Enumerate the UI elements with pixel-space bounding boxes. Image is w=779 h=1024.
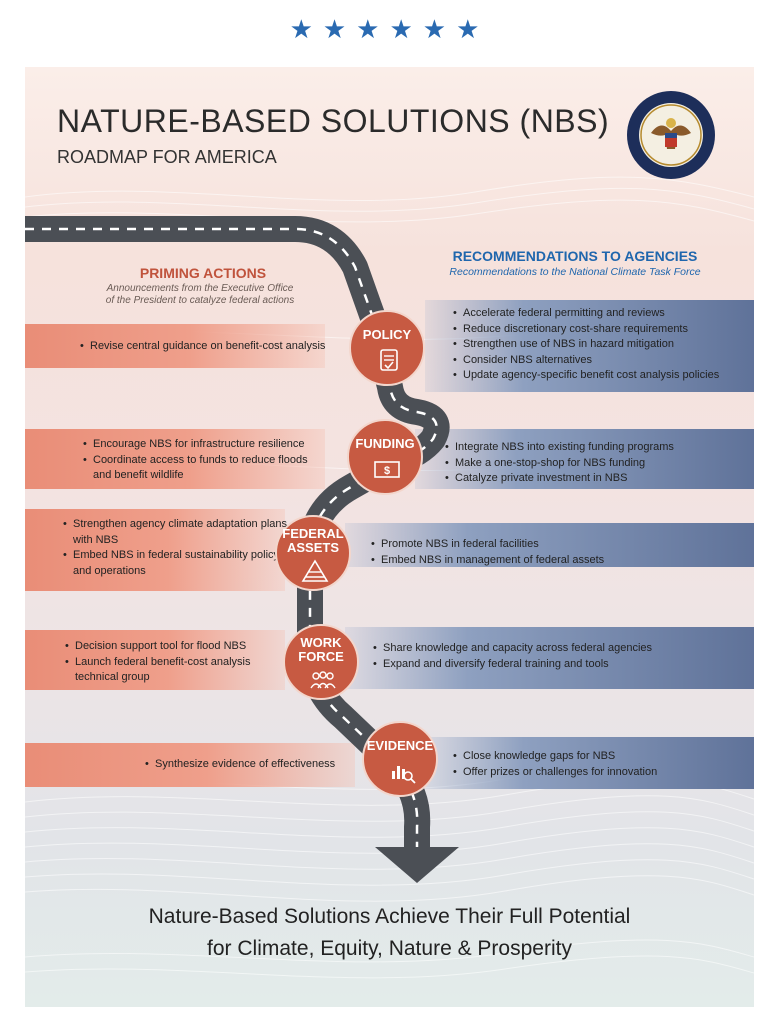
list-item: Expand and diversify federal training an… xyxy=(373,657,733,673)
presidential-seal-icon xyxy=(627,91,715,179)
list-item: Launch federal benefit-cost analysis tec… xyxy=(65,655,285,686)
stars-row: ★★★★★★ xyxy=(289,14,490,44)
people-group-icon xyxy=(310,671,336,689)
list-item: Update agency-specific benefit cost anal… xyxy=(453,368,753,384)
list-item: Make a one-stop-shop for NBS funding xyxy=(445,456,745,472)
list-item: Strengthen use of NBS in hazard mitigati… xyxy=(453,337,753,353)
list-item: Integrate NBS into existing funding prog… xyxy=(445,440,745,456)
main-title: NATURE-BASED SOLUTIONS (NBS) xyxy=(57,103,610,139)
step-label: FORCE xyxy=(298,649,344,664)
policy-priming-list: Revise central guidance on benefit-cost … xyxy=(80,339,340,355)
list-item: Consider NBS alternatives xyxy=(453,353,753,369)
workforce-priming-list: Decision support tool for flood NBS Laun… xyxy=(65,639,285,686)
footer-line-1: Nature-Based Solutions Achieve Their Ful… xyxy=(148,905,631,928)
list-item: Catalyze private investment in NBS xyxy=(445,471,745,487)
list-item: Decision support tool for flood NBS xyxy=(65,639,285,655)
funding-priming-list: Encourage NBS for infrastructure resilie… xyxy=(83,437,328,484)
step-label: POLICY xyxy=(362,327,412,342)
recommendations-subheading: Recommendations to the National Climate … xyxy=(449,266,701,278)
document-scroll-icon xyxy=(380,349,398,371)
list-item: Close knowledge gaps for NBS xyxy=(453,749,743,765)
svg-text:$: $ xyxy=(384,465,390,477)
list-item: Embed NBS in federal sustainability poli… xyxy=(63,548,288,579)
priming-heading: PRIMING ACTIONS xyxy=(139,265,267,281)
list-item: Strengthen agency climate adaptation pla… xyxy=(63,517,288,548)
list-item: Accelerate federal permitting and review… xyxy=(453,306,753,322)
list-item: Offer prizes or challenges for innovatio… xyxy=(453,765,743,781)
step-label: ASSETS xyxy=(286,540,339,555)
policy-recommendations-list: Accelerate federal permitting and review… xyxy=(453,306,753,384)
list-item: Embed NBS in management of federal asset… xyxy=(371,553,701,569)
road-arrowhead xyxy=(375,847,459,883)
list-item: Revise central guidance on benefit-cost … xyxy=(80,339,340,355)
step-label: FUNDING xyxy=(355,436,415,451)
infographic-panel: NATURE-BASED SOLUTIONS (NBS) ROADMAP FOR… xyxy=(25,67,754,1007)
footer-line-2: for Climate, Equity, Nature & Prosperity xyxy=(207,937,572,960)
list-item: Share knowledge and capacity across fede… xyxy=(373,641,733,657)
evidence-priming-list: Synthesize evidence of effectiveness xyxy=(145,757,375,773)
list-item: Promote NBS in federal facilities xyxy=(371,537,701,553)
list-item: Synthesize evidence of effectiveness xyxy=(145,757,375,773)
pyramid-icon xyxy=(301,559,329,582)
assets-recommendations-list: Promote NBS in federal facilities Embed … xyxy=(371,537,701,568)
funding-step-circle: FUNDING $ xyxy=(347,419,423,495)
federal-assets-step-circle: FEDERAL ASSETS xyxy=(275,515,351,591)
evidence-step-circle: EVIDENCE xyxy=(362,721,438,797)
evidence-recommendations-list: Close knowledge gaps for NBS Offer prize… xyxy=(453,749,743,780)
assets-priming-list: Strengthen agency climate adaptation pla… xyxy=(63,517,288,579)
workforce-recommendations-list: Share knowledge and capacity across fede… xyxy=(373,641,733,672)
workforce-step-circle: WORK FORCE xyxy=(283,624,359,700)
recommendations-heading: RECOMMENDATIONS TO AGENCIES xyxy=(452,248,698,264)
list-item: Encourage NBS for infrastructure resilie… xyxy=(83,437,328,453)
priming-subheading: Announcements from the Executive Office … xyxy=(105,283,295,306)
step-label: WORK xyxy=(300,635,342,650)
step-label: EVIDENCE xyxy=(366,738,434,753)
list-item: Reduce discretionary cost-share requirem… xyxy=(453,322,753,338)
policy-step-circle: POLICY xyxy=(349,310,425,386)
step-label: FEDERAL xyxy=(282,526,344,541)
chart-magnifier-icon xyxy=(392,766,416,784)
dollar-bill-icon: $ xyxy=(374,461,400,478)
list-item: Coordinate access to funds to reduce flo… xyxy=(83,453,328,484)
funding-recommendations-list: Integrate NBS into existing funding prog… xyxy=(445,440,745,487)
subtitle: ROADMAP FOR AMERICA xyxy=(57,147,277,167)
